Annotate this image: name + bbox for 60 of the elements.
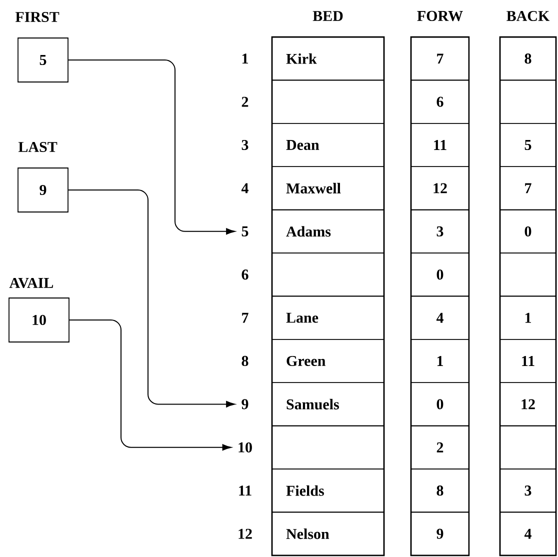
row-number: 9 [242, 399, 248, 410]
table-cell: 3 [500, 468, 556, 513]
table-cell: 11 [410, 123, 470, 167]
table-cell: 0 [410, 252, 470, 297]
table-cell: 3 [410, 209, 470, 254]
pointer-box: 9 LAST [18, 142, 68, 212]
column-heading: BED [312, 11, 343, 21]
pointer-name: AVAIL [9, 278, 54, 288]
empty-cell [272, 425, 384, 470]
empty-cell [500, 425, 556, 470]
empty-cell [500, 252, 556, 297]
row-number: 10 [238, 442, 252, 452]
column-heading: FORW [417, 10, 463, 22]
row-number: 11 [239, 486, 252, 496]
table-cell: Nelson [272, 512, 384, 556]
row-number: 12 [238, 528, 252, 539]
table-cell: 4 [500, 512, 556, 556]
table-cell: 1 [410, 339, 470, 383]
row-number: 1 [242, 54, 248, 64]
table-cell: 9 [410, 512, 470, 556]
table-cell: 0 [500, 209, 556, 254]
row-number: 4 [241, 183, 248, 194]
empty-cell [272, 252, 384, 297]
table-cell: Fields [272, 468, 384, 513]
table-cell: Kirk [272, 36, 384, 81]
table-cell: 6 [410, 80, 470, 124]
table-cell: 1 [500, 296, 556, 340]
table-cell: Green [272, 339, 384, 383]
table-cell: Samuels [272, 382, 384, 426]
table-cell: 7 [410, 36, 470, 81]
table-cell: Adams [272, 209, 384, 254]
pointer-box: 10 AVAIL [8, 278, 70, 342]
table-cell: 4 [410, 296, 470, 340]
row-number: 2 [242, 96, 248, 107]
table-cell: 2 [410, 425, 470, 470]
row-number: 7 [242, 312, 248, 323]
table-cell: 12 [410, 166, 470, 210]
column-heading: BACK [506, 10, 550, 22]
row-number: 8 [242, 356, 248, 366]
table-cell: 12 [500, 382, 556, 426]
table-cell: Maxwell [272, 166, 384, 210]
arrow [68, 190, 236, 408]
empty-cell [272, 80, 384, 124]
table-cell: 8 [410, 468, 470, 513]
arrow [68, 320, 232, 451]
pointer-box: 5 FIRST [15, 12, 68, 82]
row-number: 3 [242, 140, 248, 150]
row-number: 5 [242, 226, 248, 236]
table-cell: 8 [500, 36, 556, 81]
table-cell: 7 [500, 166, 556, 210]
pointer-name: LAST [18, 142, 58, 152]
row-number: 6 [242, 270, 248, 280]
table-cell: 0 [410, 382, 470, 426]
empty-cell [500, 80, 556, 124]
table-cell: 11 [500, 339, 556, 383]
table-cell: Dean [272, 123, 384, 167]
table-cell: 5 [500, 123, 556, 167]
arrow [68, 60, 236, 235]
pointer-name: FIRST [15, 12, 60, 22]
table-cell: Lane [272, 296, 384, 340]
